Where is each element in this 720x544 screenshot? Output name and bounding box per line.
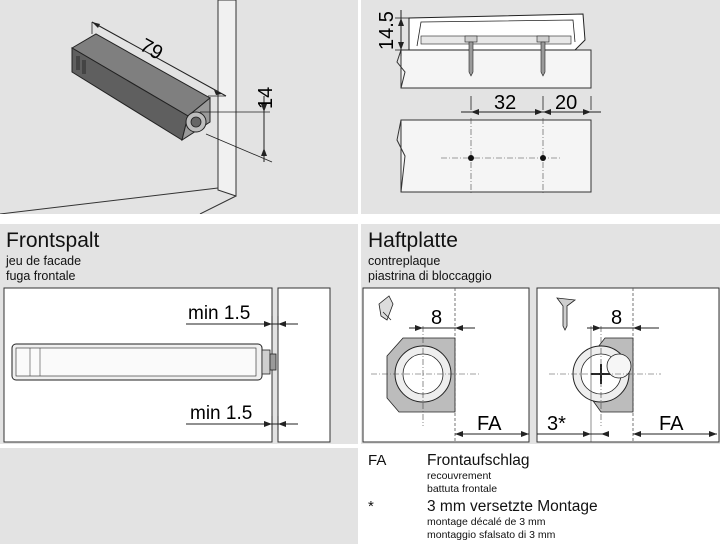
haftplatte-subtitle-fr: contreplaque bbox=[368, 254, 441, 268]
push-unit-plunger bbox=[185, 111, 207, 133]
legend-it-fa: battuta frontale bbox=[427, 483, 498, 495]
mounting-drawing: 14.5 32 20 bbox=[376, 10, 601, 194]
dim-32-label: 32 bbox=[494, 92, 516, 114]
dim-20-label: 20 bbox=[555, 92, 577, 114]
mounting-plate-side bbox=[408, 13, 586, 51]
screw-icon bbox=[556, 297, 577, 331]
panel-bottom-left bbox=[0, 448, 358, 544]
drill-hole-left bbox=[468, 155, 474, 161]
screw-right-icon bbox=[536, 35, 550, 77]
dim-height-label: 14 bbox=[255, 87, 277, 109]
door-front bbox=[277, 287, 331, 443]
frontspalt-label-bottom: min 1.5 bbox=[190, 403, 252, 424]
frontspalt-header: Frontspalt jeu de facade fuga frontale bbox=[6, 230, 99, 284]
frontspalt-label-top: min 1.5 bbox=[188, 303, 250, 324]
plate-icon bbox=[378, 295, 394, 321]
legend-key-fa: FA bbox=[368, 452, 387, 469]
push-unit-side bbox=[11, 343, 277, 381]
haftplatte-offset-label: 3* bbox=[547, 413, 566, 435]
screw-left-icon bbox=[464, 35, 478, 77]
dim-14-5-label: 14.5 bbox=[376, 11, 398, 50]
legend-main-fa: Frontaufschlag bbox=[427, 452, 530, 469]
drill-hole-right bbox=[540, 155, 546, 161]
haftplatte-fa-left: FA bbox=[477, 413, 502, 435]
legend-fr-fa: recouvrement bbox=[427, 470, 492, 482]
plate-top-view-left bbox=[386, 337, 456, 413]
legend-key-star: * bbox=[368, 498, 374, 515]
legend-fr-star: montage décalé de 3 mm bbox=[427, 516, 546, 528]
haftplatte-header: Haftplatte contreplaque piastrina di blo… bbox=[368, 230, 492, 284]
isometric-drawing: 79 14 bbox=[0, 0, 277, 214]
haftplatte-subtitle-it: piastrina di bloccaggio bbox=[368, 269, 492, 283]
frontspalt-subtitle-fr: jeu de facade bbox=[6, 254, 82, 268]
frontspalt-subtitle-it: fuga frontale bbox=[6, 269, 76, 283]
frontspalt-drawing: min 1.5 min 1.5 bbox=[3, 287, 331, 443]
haftplatte-dim-right: 8 bbox=[611, 307, 622, 329]
frontspalt-title: Frontspalt bbox=[6, 229, 100, 252]
haftplatte-drawing: 8 FA 8 3* FA bbox=[362, 287, 720, 443]
cabinet-floor-edge bbox=[0, 187, 219, 214]
push-unit-body bbox=[71, 33, 211, 142]
board-side bbox=[400, 49, 592, 89]
haftplatte-title: Haftplatte bbox=[368, 229, 458, 252]
legend-it-star: montaggio sfalsato di 3 mm bbox=[427, 529, 556, 541]
board-top bbox=[400, 119, 592, 193]
legend-main-star: 3 mm versetzte Montage bbox=[427, 498, 598, 515]
haftplatte-fa-right: FA bbox=[659, 413, 684, 435]
haftplatte-dim-left: 8 bbox=[431, 307, 442, 329]
